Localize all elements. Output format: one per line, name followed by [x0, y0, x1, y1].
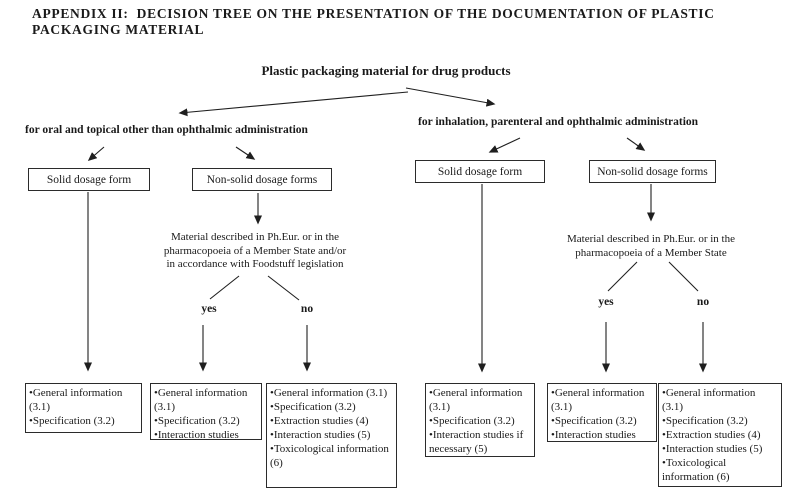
- outcome-box-right-yes: •General information (3.1) •Specification…: [547, 383, 657, 442]
- outcome-item: •Interaction studies: [551, 429, 636, 441]
- outcome-item: •Specification (3.2): [29, 415, 115, 427]
- left-no-label: no: [300, 303, 314, 315]
- right-nonsolid-dosage-label: Non-solid dosage forms: [597, 165, 708, 178]
- left-nonsolid-dosage-label: Non-solid dosage forms: [206, 173, 318, 186]
- right-solid-dosage-label: Solid dosage form: [437, 165, 523, 178]
- line-left-question-to-yes: [209, 275, 240, 300]
- outcome-item: •General information (3.1): [270, 387, 388, 399]
- outcome-item: •Toxicological information (6): [270, 443, 389, 469]
- outcome-item: •Specification (3.2): [662, 415, 748, 427]
- outcome-item: •Extraction studies (4): [270, 415, 369, 427]
- right-no-label: no: [696, 296, 710, 308]
- outcome-item: •Interaction studies if necessary (5): [429, 429, 524, 455]
- outcome-item: •General information (3.1): [29, 387, 123, 413]
- outcome-item: •Extraction studies (4): [662, 429, 761, 441]
- root-node-label: Plastic packaging material for drug prod…: [261, 63, 511, 78]
- arrow-right-branch-to-solid: [488, 137, 521, 153]
- outcome-item: •Specification (3.2): [154, 415, 240, 427]
- arrow-left-branch-to-nonsolid: [235, 146, 256, 160]
- line-right-question-to-no: [668, 261, 699, 292]
- right-material-question: Material described in Ph.Eur. or in the …: [566, 233, 735, 259]
- arrow-right-branch-to-nonsolid: [626, 137, 646, 151]
- left-solid-dosage-box: Solid dosage form: [28, 168, 150, 191]
- arrow-left-branch-to-solid: [87, 146, 105, 161]
- outcome-box-left-solid: •General information (3.1) •Specification…: [25, 383, 142, 433]
- right-solid-dosage-box: Solid dosage form: [415, 160, 545, 183]
- outcome-item: •General information (3.1): [154, 387, 248, 413]
- outcome-item: •Interaction studies: [154, 429, 239, 440]
- outcome-item: •Specification (3.2): [429, 415, 515, 427]
- arrow-root-to-right-branch: [405, 87, 496, 107]
- outcome-box-right-solid: •General information (3.1) •Specification…: [425, 383, 535, 457]
- arrow-root-to-left-branch: [178, 91, 409, 117]
- left-solid-dosage-label: Solid dosage form: [46, 173, 132, 186]
- line-right-question-to-yes: [607, 261, 638, 292]
- left-yes-label: yes: [201, 303, 217, 315]
- right-nonsolid-dosage-box: Non-solid dosage forms: [589, 160, 716, 183]
- right-branch-condition: for inhalation, parenteral and ophthalmi…: [418, 116, 699, 128]
- outcome-item: •General information (3.1): [429, 387, 523, 413]
- outcome-item: •General information (3.1): [551, 387, 645, 413]
- outcome-item: •Interaction studies (5): [662, 443, 763, 455]
- line-left-question-to-no: [267, 275, 300, 301]
- outcome-item: •Specification (3.2): [551, 415, 637, 427]
- outcome-box-right-no: •General information (3.1) •Specification…: [658, 383, 782, 487]
- page-title: APPENDIX II: DECISION TREE ON THE PRESEN…: [32, 6, 719, 37]
- left-nonsolid-dosage-box: Non-solid dosage forms: [192, 168, 332, 191]
- outcome-box-left-yes: •General information (3.1) •Specification…: [150, 383, 262, 440]
- left-material-question: Material described in Ph.Eur. or in the …: [163, 231, 347, 270]
- outcome-item: •Specification (3.2): [270, 401, 356, 413]
- left-branch-condition: for oral and topical other than ophthalm…: [25, 124, 308, 136]
- outcome-item: •Toxicological information (6): [662, 457, 730, 483]
- outcome-item: •General information (3.1): [662, 387, 756, 413]
- outcome-box-left-no: •General information (3.1) •Specification…: [266, 383, 397, 488]
- right-yes-label: yes: [598, 296, 614, 308]
- outcome-item: •Interaction studies (5): [270, 429, 371, 441]
